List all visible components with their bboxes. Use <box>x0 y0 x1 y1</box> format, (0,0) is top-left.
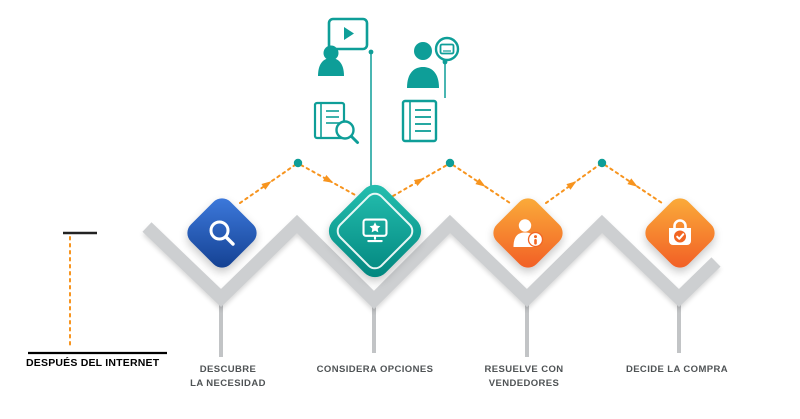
dotted-journey-arrows <box>239 164 663 204</box>
shopping-bag-check-icon <box>669 219 691 245</box>
arrowheads <box>261 175 638 190</box>
stage-label-line: RESUELVE CON <box>484 364 564 375</box>
stage-label-considera: CONSIDERA OPCIONES <box>295 363 455 377</box>
stage-node-decide <box>640 193 720 273</box>
stage-label-descubre: DESCUBRE LA NECESIDAD <box>153 363 303 392</box>
stage-label-resuelve: RESUELVE CON VENDEDORES <box>454 363 594 392</box>
icon-connectors <box>368 49 448 190</box>
after-internet-connector <box>28 231 167 355</box>
magnifier-icon <box>209 220 235 246</box>
stage-node-considera <box>322 178 428 284</box>
stage-node-descubre <box>182 193 262 273</box>
stage-icon-wrap <box>194 205 250 261</box>
stage-label-line: DESCUBRE <box>199 364 257 375</box>
stage-icon-wrap <box>500 205 556 261</box>
stage-label-line: DECIDE LA COMPRA <box>625 364 729 375</box>
stage-node-resuelve <box>488 193 568 273</box>
stage-label-line: VENDEDORES <box>488 378 560 390</box>
stage-icon-wrap <box>338 194 412 268</box>
journey-ribbon <box>142 214 721 310</box>
person-id-badge-icon <box>407 36 460 88</box>
stage-stems <box>219 296 681 357</box>
stage-label-line: CONSIDERA OPCIONES <box>316 364 434 375</box>
computer-star-icon <box>362 218 388 243</box>
book-search-icon <box>313 101 359 144</box>
stage-label-line: LA NECESIDAD <box>190 378 266 390</box>
video-chat-icon <box>318 17 369 76</box>
salesperson-info-icon <box>513 219 544 248</box>
stage-icon-wrap <box>652 205 708 261</box>
apex-dots <box>293 158 607 168</box>
stage-label-decide: DECIDE LA COMPRA <box>602 363 752 377</box>
ledger-icon <box>401 99 438 143</box>
after-internet-title: DESPUÉS DEL INTERNET <box>26 357 160 369</box>
